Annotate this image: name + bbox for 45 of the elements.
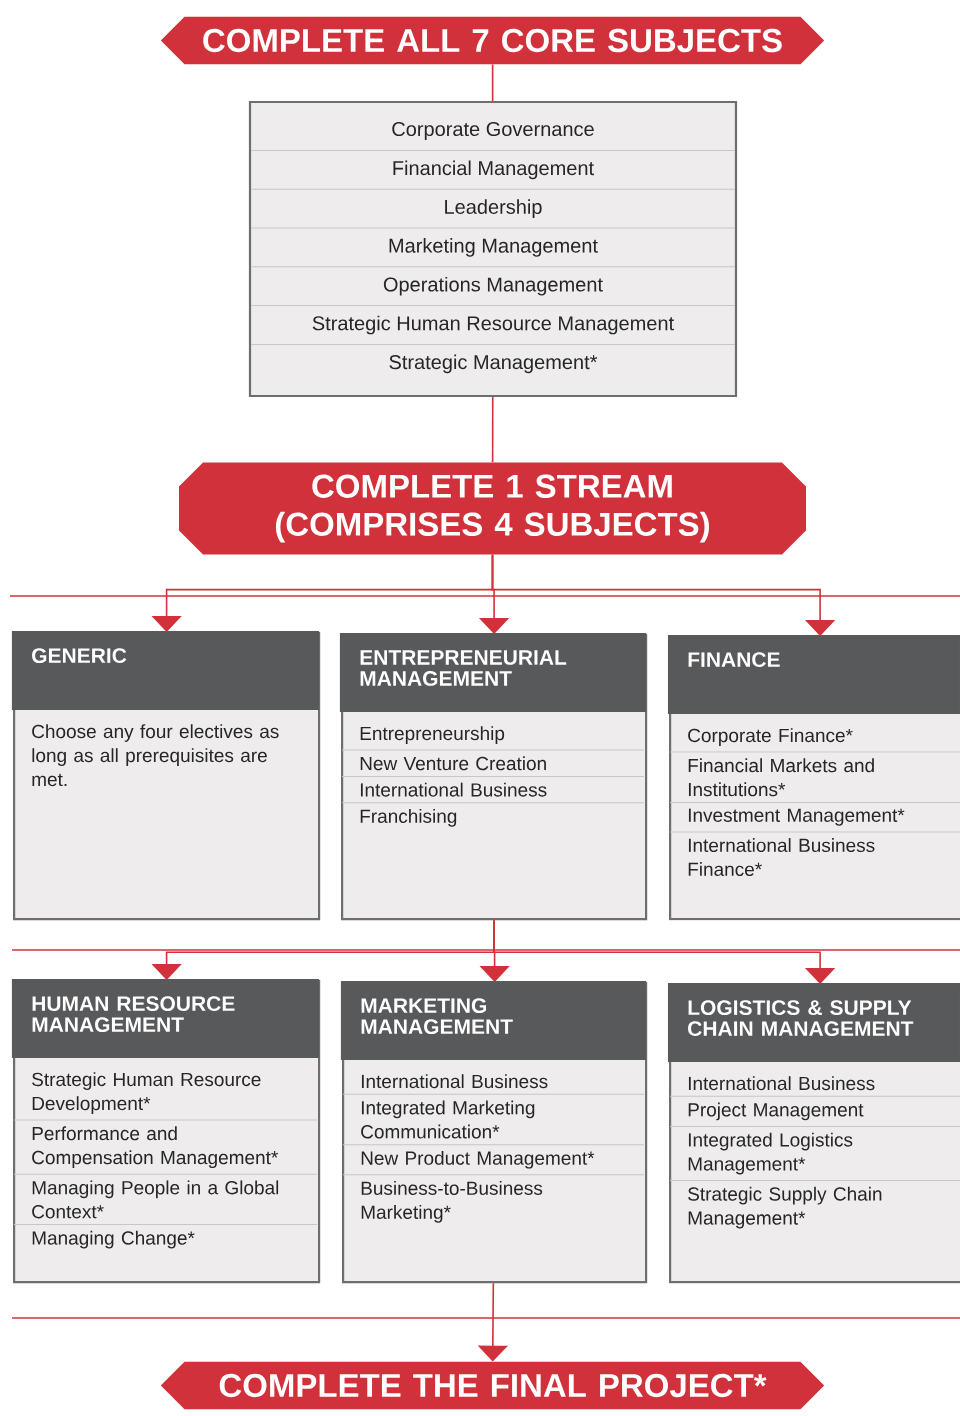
card-header: LOGISTICS & SUPPLY CHAIN MANAGEMENT [667,982,960,1062]
subject-item: Choose any four electives as long as all prerequisites are met. [32,724,279,787]
subject-item: Strategic Human Resource Management [312,315,674,335]
subject-item: Strategic Supply Chain Management* [688,1186,882,1229]
stream-card [339,632,648,921]
subject-item: Entrepreneurship [360,726,505,744]
subject-item: Leadership [445,199,542,218]
subject-item: New Product Management* [361,1150,595,1169]
subject-item: International Business Finance* [688,838,875,877]
subject-item: Operations Management [383,276,603,296]
stream-card [340,980,648,1284]
subject-list-box [248,100,738,398]
subject-item: Managing People in a Global Context* [32,1180,279,1219]
card-header: MARKETING MANAGEMENT [340,980,647,1060]
subject-item: Strategic Management* [389,354,598,374]
stream-card [11,978,321,1284]
subject-item: International Business [361,1074,548,1089]
stream-card [11,630,321,921]
subject-item: Performance and Compensation Management* [32,1126,278,1168]
card-header: HUMAN RESOURCE MANAGEMENT [11,978,320,1058]
subject-item: Franchising [360,809,457,827]
subject-item: Investment Management* [688,808,905,826]
card-header: ENTREPRENEURIAL MANAGEMENT [339,632,647,712]
subject-item: Marketing Management [389,238,598,257]
subject-item: Corporate Governance [392,121,594,141]
card-header: GENERIC [11,630,320,710]
card-header: FINANCE [667,634,960,714]
subject-item: Project Management [688,1102,864,1121]
subject-item: International Business [360,782,547,797]
step-banner: COMPLETE ALL 7 CORE SUBJECTS [160,16,825,65]
subject-item: Managing Change* [32,1230,195,1249]
subject-item: Strategic Human Resource Development* [32,1072,261,1114]
subject-item: New Venture Creation [360,756,546,771]
connector-arrow [491,553,836,636]
subject-item: Integrated Marketing Communication* [361,1100,535,1139]
subject-item: Corporate Finance* [688,728,853,746]
subject-item: Financial Management [393,160,594,180]
subject-item: Business-to-Business Marketing* [361,1181,543,1223]
subject-item: Financial Markets and Institutions* [688,758,874,797]
connector-arrow [493,919,836,984]
step-banner: COMPLETE 1 STREAM (COMPRISES 4 SUBJECTS) [179,462,806,555]
subject-item: International Business [688,1076,875,1091]
subject-item: Integrated Logistics Management* [688,1132,853,1175]
stream-card [667,982,960,1284]
stream-card [667,634,960,921]
